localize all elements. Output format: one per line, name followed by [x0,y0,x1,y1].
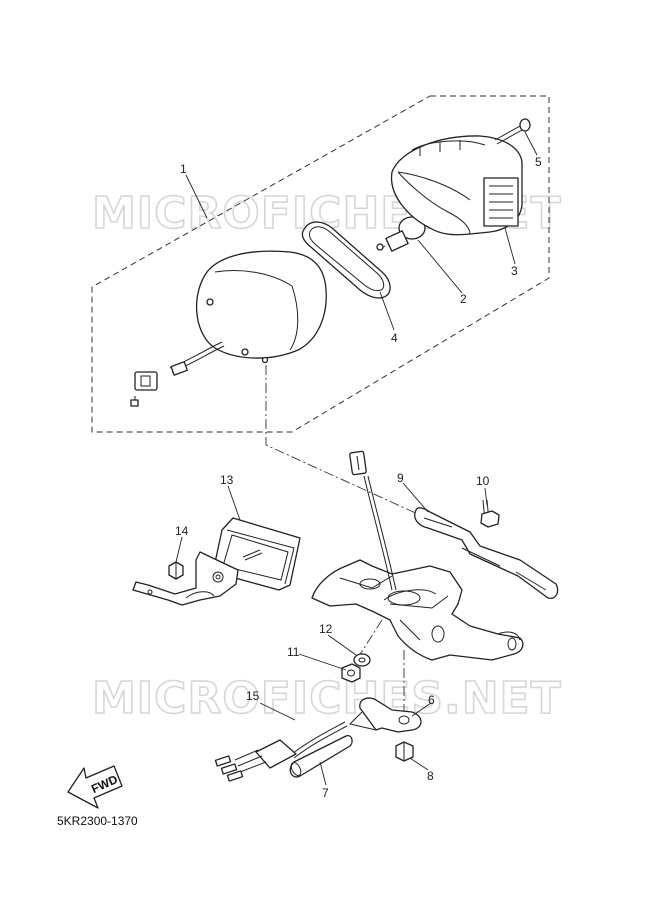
reflector-nut [168,561,184,580]
callout-14: 14 [175,524,189,538]
lower-nut [395,741,414,762]
callout-2: 2 [460,292,467,306]
tail-light-housing [130,250,327,407]
fwd-arrow-icon: FWD [67,765,123,809]
callout-6: 6 [428,693,435,707]
license-bracket [414,507,559,599]
callout-9: 9 [397,471,404,485]
tail-light-lens [390,135,523,236]
callout-3: 3 [511,264,518,278]
washer [353,653,371,667]
center-line-housing [265,365,421,516]
callout-13: 13 [220,473,234,487]
callout-5: 5 [535,155,542,169]
fender-bracket [311,559,524,661]
callout-11: 11 [287,645,300,659]
watermark-bottom: MICROFICHES.NET [92,673,562,724]
wire-lead [214,721,348,782]
nut [341,663,361,683]
callout-10: 10 [476,474,490,488]
harness-connector [349,450,397,591]
callout-numbers: 1 2 3 4 5 6 7 8 9 10 11 12 13 14 15 [175,155,542,800]
bulb [376,216,426,252]
callout-1: 1 [180,162,187,176]
protective-tube [289,735,353,778]
diagram-code: 5KR2300-1370 [57,814,138,828]
callout-4: 4 [391,331,398,345]
reflector-bracket [132,551,239,606]
callout-15: 15 [246,689,260,703]
lens-screw [494,118,531,145]
callout-8: 8 [427,769,434,783]
callout-12: 12 [319,622,333,636]
leader-lines [175,131,538,786]
lens-gasket [301,221,391,299]
ground-plate [349,697,422,733]
callout-7: 7 [322,786,329,800]
assembly-boundary [91,95,550,433]
bracket-bolt [480,499,500,528]
